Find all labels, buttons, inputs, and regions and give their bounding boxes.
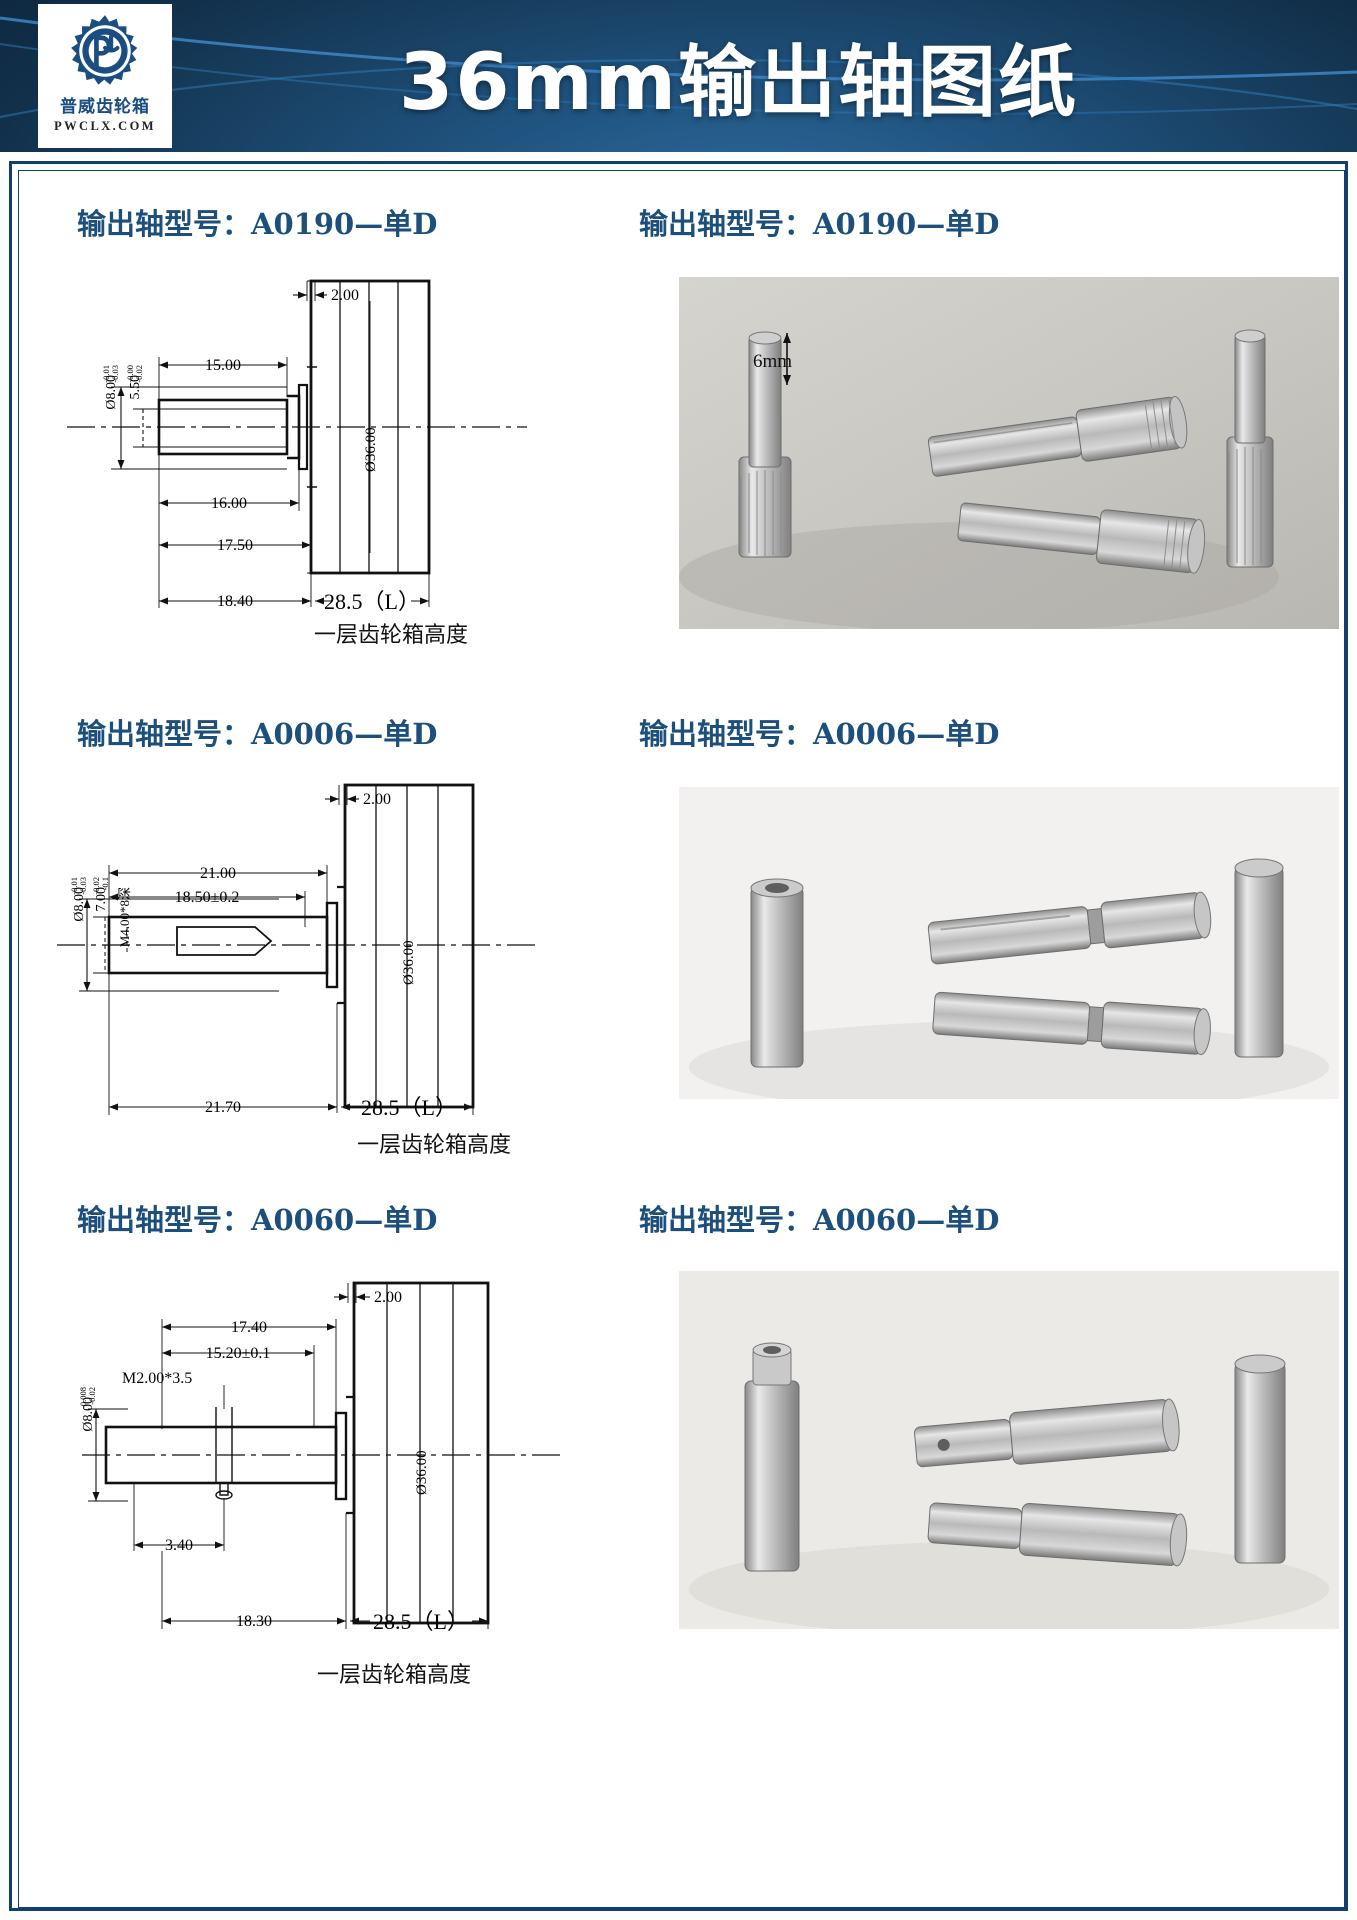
dim-diameter8-a0006: Ø8.00 — [72, 887, 87, 922]
section-title-left-a0060: 输出轴型号：A0060—单D — [77, 1203, 438, 1237]
page-title: 36mm输出轴图纸 — [398, 38, 1079, 128]
dim-5p5-tol-lower-a0190: -0.02 — [134, 365, 144, 383]
photo-a0060 — [679, 1271, 1339, 1629]
section-title-right-a0190: 输出轴型号：A0190—单D — [639, 207, 1000, 241]
section-title-left-a0006: 输出轴型号：A0006—单D — [77, 717, 438, 751]
section-title-left-a0190: 输出轴型号：A0190—单D — [77, 207, 438, 241]
photo-a0006 — [679, 787, 1339, 1099]
gear-logo-icon — [71, 15, 138, 85]
dim-3p4-a0060: 3.40 — [165, 1537, 193, 1554]
dim-18p3-a0060: 18.30 — [236, 1613, 272, 1630]
drawing-a0190: Ø8.00 -0.01 -0.03 5.50 -0.00 -0.02 Ø36.0… — [67, 279, 527, 614]
photo-annotation-arrow-a0190 — [783, 333, 791, 385]
drawing-a0060: Ø8.00 -0.008 -0.02 M2.00*3.5 Ø36.00 2.00… — [78, 1281, 562, 1634]
dim-18p5-a0006: 18.50±0.2 — [175, 889, 240, 906]
dim-thread-m4-a0006: M4.00*8深 — [117, 887, 132, 947]
dim-thread-m2-a0060: M2.00*3.5 — [122, 1370, 192, 1387]
section-a0060: 输出轴型号：A0060—单D 输出轴型号：A0060—单D — [19, 1099, 1346, 1688]
photo-annotation-label-a0190: 6mm — [753, 351, 792, 372]
section-a0006: 输出轴型号：A0006—单D 输出轴型号：A0006—单D — [19, 639, 1346, 1199]
caption-a0006: 一层齿轮箱高度 — [357, 1133, 512, 1158]
dim-diameter8-a0190: Ø8.00 — [104, 375, 119, 410]
document-frame: 输出轴型号：A0190—单D 输出轴型号：A0190—单D — [9, 161, 1348, 1911]
company-logo: 普威齿轮箱 PWCLX.COM — [38, 4, 172, 148]
dim-diameter8-tol-upper-a0006: -0.01 — [69, 877, 79, 895]
logo-website: PWCLX.COM — [54, 119, 156, 133]
dim-top-a0190: 2.00 — [331, 287, 359, 304]
logo-company-name: 普威齿轮箱 — [60, 97, 150, 117]
photo-a0190: 6mm — [679, 277, 1339, 629]
dim-diameter8-tol-lower-a0006: -0.03 — [78, 877, 88, 895]
dim-5p5-a0190: 5.50 — [128, 375, 143, 400]
dim-21p7-a0006: 21.70 — [205, 1099, 241, 1116]
dim-7p0-tol-upper-a0006: -0.02 — [91, 877, 101, 895]
dim-length-a0006: 28.5（L） — [361, 1095, 457, 1120]
dim-length-a0060: 28.5（L） — [373, 1609, 469, 1634]
drawing-a0006: Ø8.00 -0.01 -0.03 7.00 -0.02 -0.1 M4.00*… — [57, 783, 537, 1120]
dim-5p5-tol-upper-a0190: -0.00 — [125, 365, 135, 383]
dim-7p0-a0006: 7.00 — [94, 887, 109, 912]
dim-diameter8-tol-upper-a0190: -0.01 — [101, 365, 111, 383]
dim-diameter8-a0060: Ø8.00 — [81, 1397, 96, 1432]
page-header: 普威齿轮箱 PWCLX.COM 36mm输出轴图纸 — [0, 0, 1357, 152]
dim-diameter36-a0060: Ø36.00 — [414, 1450, 430, 1495]
dim-top-a0006: 2.00 — [363, 791, 391, 808]
dim-15p2-a0060: 15.20±0.1 — [206, 1345, 271, 1362]
dim-7p0-tol-lower-a0006: -0.1 — [100, 877, 110, 890]
dim-diameter36-a0006: Ø36.00 — [401, 940, 417, 985]
dim-diameter8-tol-lower-a0060: -0.02 — [87, 1387, 97, 1405]
dim-top-a0060: 2.00 — [374, 1289, 402, 1306]
section-title-right-a0060: 输出轴型号：A0060—单D — [639, 1203, 1000, 1237]
dim-17p5-a0190: 17.50 — [217, 537, 253, 554]
section-a0190: 输出轴型号：A0190—单D 输出轴型号：A0190—单D — [19, 179, 1346, 739]
dim-17p4-a0060: 17.40 — [231, 1319, 267, 1336]
dim-21-a0006: 21.00 — [200, 865, 236, 882]
dim-length-a0190: 28.5（L） — [324, 589, 420, 614]
dim-18p4-a0190: 18.40 — [217, 593, 253, 610]
dim-diameter8-tol-lower-a0190: -0.03 — [110, 365, 120, 383]
dim-15-a0190: 15.00 — [205, 357, 241, 374]
caption-a0060: 一层齿轮箱高度 — [317, 1663, 472, 1688]
document-frame-inner: 输出轴型号：A0190—单D 输出轴型号：A0190—单D — [18, 170, 1345, 1908]
dim-16-a0190: 16.00 — [211, 495, 247, 512]
caption-a0190: 一层齿轮箱高度 — [314, 623, 469, 648]
dim-diameter8-tol-upper-a0060: -0.008 — [78, 1387, 88, 1409]
section-title-right-a0006: 输出轴型号：A0006—单D — [639, 717, 1000, 751]
dim-diameter36-a0190: Ø36.00 — [363, 427, 379, 472]
